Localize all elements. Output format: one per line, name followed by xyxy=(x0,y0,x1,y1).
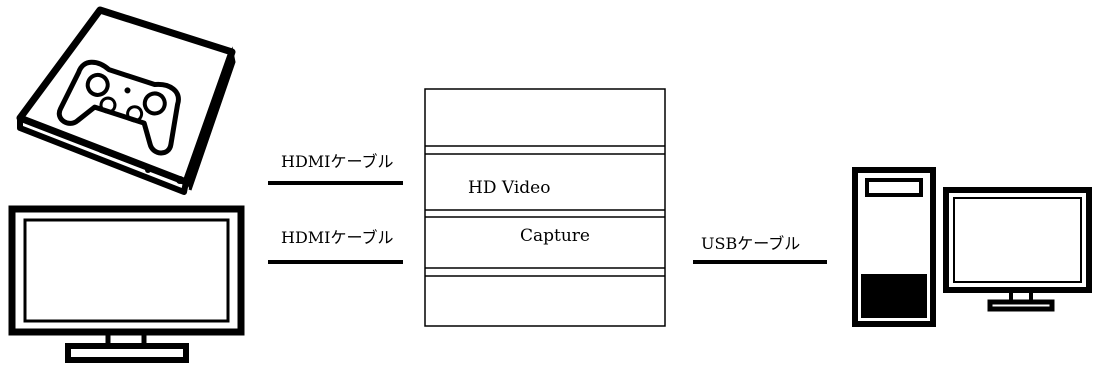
game-console-icon xyxy=(16,6,236,195)
capture-title-line2: Capture xyxy=(520,226,590,246)
pc-tower-icon xyxy=(852,167,936,327)
tv-monitor-icon xyxy=(8,205,245,363)
capture-title-line1: HD Video xyxy=(468,178,550,198)
pc-monitor-icon xyxy=(943,187,1092,312)
hdmi-cable-top-label: HDMIケーブル xyxy=(281,152,394,171)
capture-device-box xyxy=(424,88,666,327)
hdmi-cable-bottom-label: HDMIケーブル xyxy=(281,228,394,247)
usb-cable-label: USBケーブル xyxy=(701,234,800,253)
